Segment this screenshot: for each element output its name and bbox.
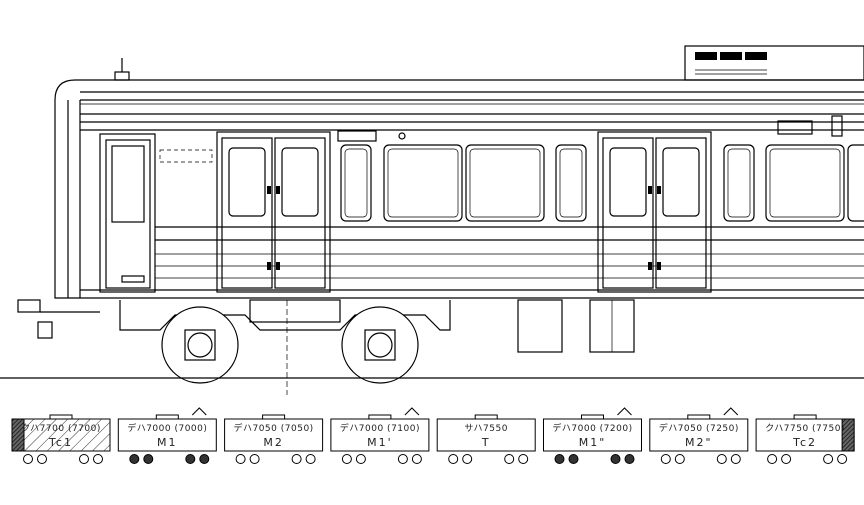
trailer-wheel <box>674 454 685 464</box>
car-box <box>649 418 749 452</box>
car-box <box>543 418 642 452</box>
roof-unit <box>368 414 392 420</box>
underfloor-equipment <box>517 299 635 353</box>
roof-unit <box>687 414 711 420</box>
car-code: M2" <box>685 436 713 449</box>
car-box <box>436 418 536 452</box>
trailer-wheel <box>518 454 529 464</box>
car-3: デハ7050 (7050) M2 <box>224 414 324 464</box>
train-side-elevation <box>0 45 864 395</box>
passenger-door-2 <box>597 131 712 293</box>
motor-wheel <box>199 454 210 464</box>
car-code: Tc1 <box>48 436 73 449</box>
car-6: デハ7000 (7200) M1" <box>543 407 642 464</box>
roof-unit <box>581 414 604 420</box>
trailer-wheel <box>249 454 260 464</box>
car-name: サハ7550 <box>464 423 508 434</box>
trailer-wheel <box>730 454 741 464</box>
trailer-wheel <box>305 454 316 464</box>
trailer-wheel <box>837 454 848 464</box>
car-8: クハ7750 (7750) Tc2 <box>755 414 855 464</box>
car-name: クハ7750 (7750) <box>765 423 845 434</box>
car-code: M2 <box>263 436 284 449</box>
trailer-wheel <box>411 454 422 464</box>
car-4: デハ7000 (7100) M1' <box>330 407 430 464</box>
car-box <box>224 418 324 452</box>
car-box <box>755 418 855 452</box>
car-name: デハ7050 (7250) <box>659 422 739 434</box>
trailer-wheel <box>355 454 366 464</box>
air-conditioner <box>684 45 864 81</box>
pantograph-icon <box>723 407 739 416</box>
car-box <box>330 418 430 452</box>
trailer-wheel <box>235 454 246 464</box>
car-box <box>117 418 217 452</box>
trailer-wheel <box>504 454 515 464</box>
car-code: T <box>481 436 491 449</box>
car-code: M1" <box>579 436 607 449</box>
trailer-wheel <box>660 454 671 464</box>
cab-marker <box>11 418 25 452</box>
car-name: デハ7050 (7050) <box>233 422 313 434</box>
cab-marker <box>841 418 855 452</box>
trailer-wheel <box>462 454 473 464</box>
bogie <box>119 299 451 395</box>
trailer-wheel <box>79 454 89 464</box>
trailer-wheel <box>341 454 352 464</box>
trailer-wheel <box>716 454 727 464</box>
car-name: デハ7000 (7100) <box>340 422 420 434</box>
passenger-door-1 <box>216 131 331 293</box>
trailer-wheel <box>448 454 459 464</box>
trailer-wheel <box>93 454 103 464</box>
trailer-wheel <box>291 454 302 464</box>
trailer-wheel <box>397 454 408 464</box>
car-body <box>54 100 864 299</box>
car-box <box>11 418 111 452</box>
car-1: クハ7700 (7700) Tc1 <box>11 414 111 464</box>
car-name: クハ7700 (7700) <box>21 423 101 434</box>
motor-wheel <box>624 454 635 464</box>
motor-wheel <box>129 454 140 464</box>
crew-door <box>99 133 156 293</box>
pantograph-icon <box>617 407 632 416</box>
trailer-wheel <box>823 454 834 464</box>
car-code: M1' <box>367 436 393 449</box>
motor-wheel <box>568 454 579 464</box>
trailer-wheel <box>767 454 778 464</box>
roof-unit <box>793 414 817 420</box>
roof-unit <box>155 414 179 420</box>
trailer-wheel <box>23 454 33 464</box>
pantograph-icon <box>404 407 420 416</box>
roof-unit <box>474 414 498 420</box>
car-code: Tc2 <box>792 436 817 449</box>
car-2: デハ7000 (7000) M1 <box>117 407 217 464</box>
roof <box>54 58 864 105</box>
car-name: デハ7000 (7200) <box>552 422 632 434</box>
roof-unit <box>49 414 73 420</box>
car-7: デハ7050 (7250) M2" <box>649 407 749 464</box>
car-code: M1 <box>157 436 178 449</box>
trailer-wheel <box>781 454 792 464</box>
pantograph-icon <box>191 407 207 416</box>
roof-unit <box>262 414 286 420</box>
motor-wheel <box>143 454 154 464</box>
car-name: デハ7000 (7000) <box>127 422 207 434</box>
motor-wheel <box>610 454 621 464</box>
motor-wheel <box>554 454 565 464</box>
trailer-wheel <box>37 454 47 464</box>
motor-wheel <box>185 454 196 464</box>
windows <box>340 144 864 222</box>
coupler <box>17 299 100 339</box>
